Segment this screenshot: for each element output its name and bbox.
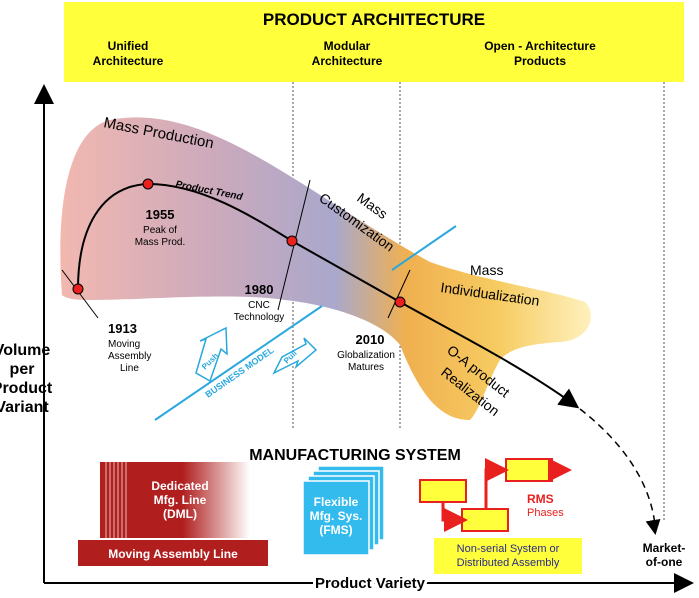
label-mass-individualization-1: Mass [470, 262, 503, 278]
dml-block [100, 462, 250, 538]
x-axis-label: Product Variety [315, 575, 426, 592]
trend-band [60, 117, 592, 421]
y-label-line1: Volume [0, 342, 50, 359]
rms-line2: Phases [527, 507, 564, 519]
text-1955-line1: Peak of [143, 225, 177, 236]
text-1980-line2: Technology [234, 312, 285, 323]
col-unified-line1: Unified [108, 39, 149, 53]
header-title: PRODUCT ARCHITECTURE [263, 10, 485, 29]
dml-caption: Moving Assembly Line [108, 547, 238, 561]
text-1913-line2: Assembly [108, 351, 151, 362]
business-line-upper [391, 225, 457, 271]
col-open-line2: Products [514, 54, 566, 68]
market-of-one-line2: of-one [646, 555, 683, 569]
text-1913-line3: Line [120, 363, 139, 374]
rms-caption-line2: Distributed Assembly [457, 557, 560, 569]
text-2010-line1: Globalization [337, 350, 395, 361]
trend-dashed-extension [579, 408, 656, 526]
fms-line1: Flexible [314, 495, 359, 509]
text-1913-line1: Moving [108, 339, 140, 350]
dml-line3: (DML) [163, 507, 197, 521]
fms-stack [302, 465, 385, 556]
push-arrow [195, 326, 228, 383]
y-label-line4: Variant [0, 399, 49, 416]
col-unified-line2: Architecture [93, 54, 164, 68]
year-2010: 2010 [356, 332, 385, 347]
y-label-line2: per [10, 361, 35, 378]
dml-line1: Dedicated [151, 479, 208, 493]
point-1913 [72, 283, 84, 295]
dml-caption-box [78, 540, 268, 566]
rms-caption-box [434, 538, 582, 574]
point-2010 [394, 296, 406, 308]
trend-dashed-arrow [645, 518, 661, 535]
manufacturing-title: MANUFACTURING SYSTEM [249, 447, 461, 464]
col-modular-line2: Architecture [312, 54, 383, 68]
rms-line1: RMS [527, 492, 554, 506]
text-1955-line2: Mass Prod. [135, 237, 186, 248]
header-band [64, 2, 684, 82]
point-1980 [286, 235, 298, 247]
leader-2010 [387, 269, 411, 319]
col-modular-line1: Modular [324, 39, 371, 53]
year-1980: 1980 [245, 282, 274, 297]
market-of-one-line1: Market- [643, 541, 686, 555]
y-label-line3: Product [0, 380, 53, 397]
year-1913: 1913 [108, 321, 137, 336]
business-line-lower [154, 305, 323, 421]
fms-line3: (FMS) [319, 523, 352, 537]
col-open-line1: Open - Architecture [484, 39, 596, 53]
rms-caption-line1: Non-serial System or [457, 543, 560, 555]
point-1955 [142, 178, 154, 190]
dml-line2: Mfg. Line [154, 493, 207, 507]
rms-flow [419, 458, 572, 532]
trend-arrow-head [557, 388, 580, 409]
year-1955: 1955 [146, 207, 175, 222]
text-2010-line2: Matures [348, 362, 384, 373]
fms-line2: Mfg. Sys. [310, 509, 363, 523]
pull-arrow [272, 337, 318, 375]
text-1980-line1: CNC [248, 300, 270, 311]
